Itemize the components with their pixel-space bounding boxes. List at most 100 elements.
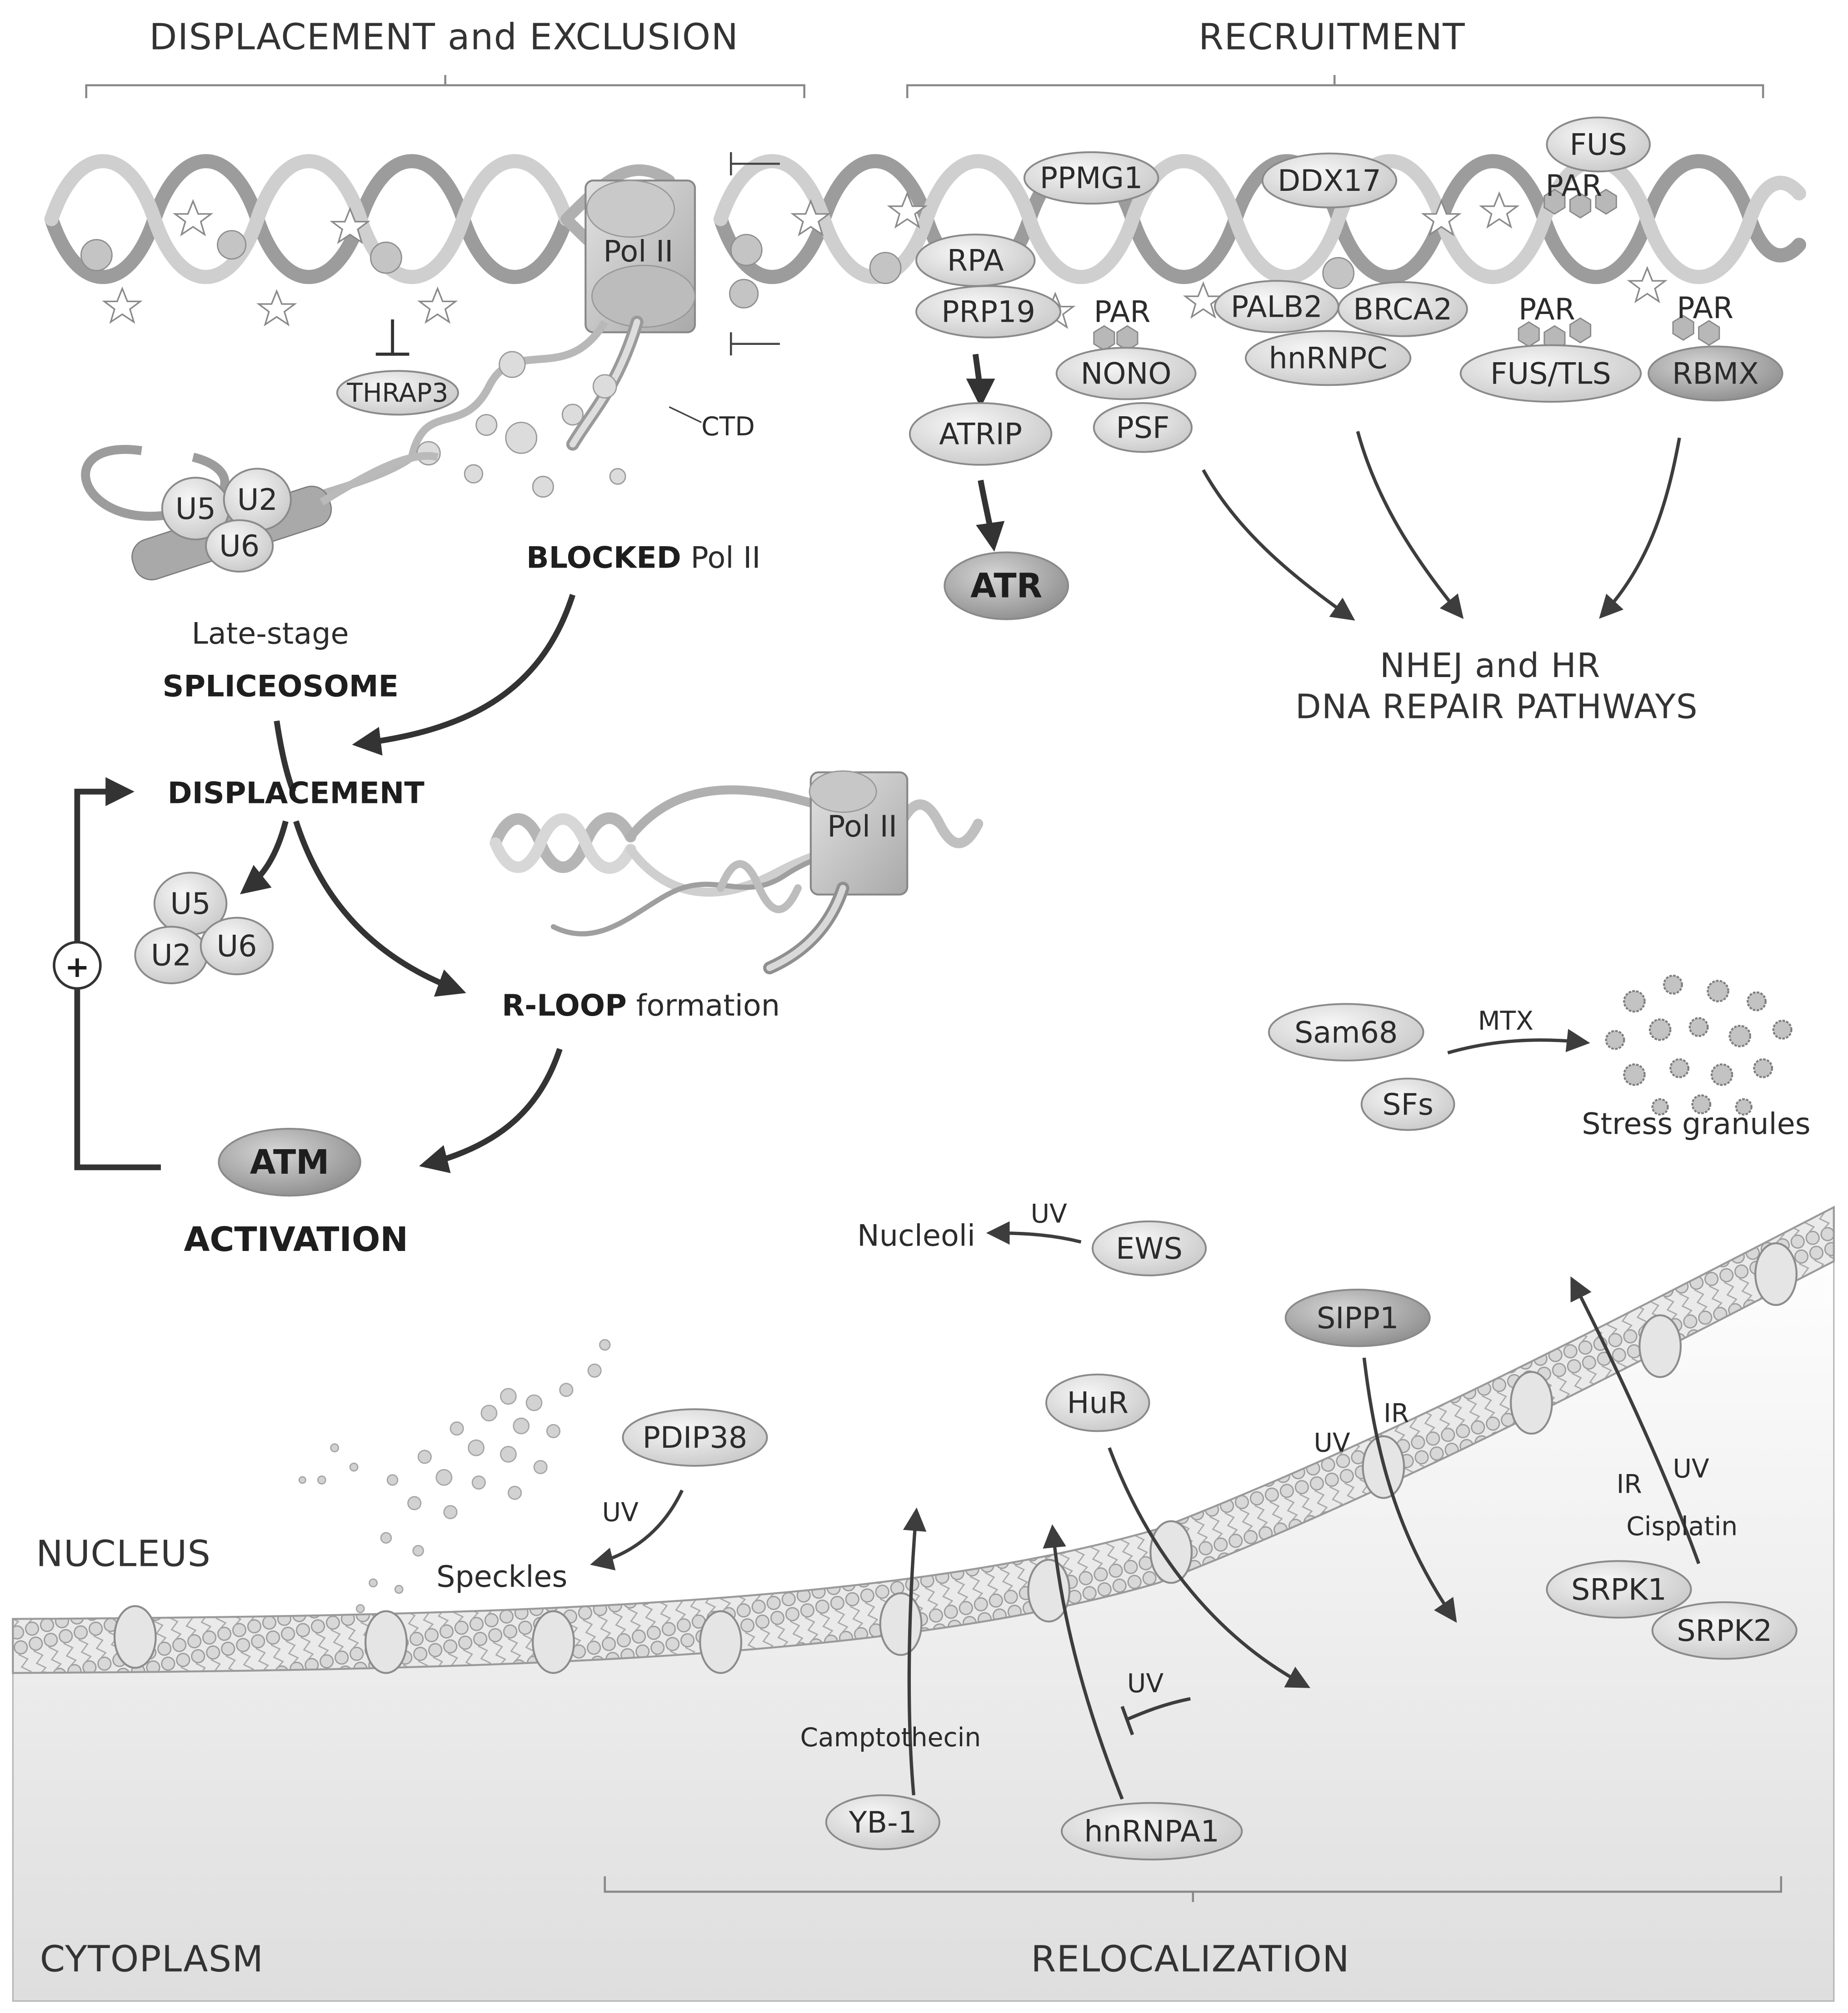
srpk2-label: SRPK2 — [1677, 1614, 1772, 1648]
speckles-cluster — [298, 1339, 611, 1614]
par-chain-1 — [1093, 325, 1139, 351]
arrow-sipp1-to-cytoplasm — [1362, 1357, 1457, 1623]
r-loop-illustration — [489, 785, 984, 937]
sam68-label: Sam68 — [1294, 1016, 1398, 1050]
fustls-oval — [1459, 344, 1642, 403]
par-chain-fus — [1543, 189, 1617, 219]
rpa-label: RPA — [947, 244, 1004, 278]
ctd-leader — [669, 406, 702, 424]
bracket-displacement — [85, 75, 805, 98]
nucleoli-label: Nucleoli — [857, 1219, 975, 1253]
prp19-oval — [915, 285, 1062, 339]
nascent-rna — [295, 320, 609, 506]
blocked-word: BLOCKED — [526, 541, 681, 575]
u5b-label: U5 — [170, 887, 211, 921]
hur-label: HuR — [1067, 1386, 1129, 1420]
pol-ii-rloop-label: Pol II — [827, 810, 897, 844]
arrow-mtx — [1447, 1029, 1590, 1055]
camptothecin-label: Camptothecin — [800, 1723, 981, 1753]
blocked-pol-ii-label: BLOCKED Pol II — [526, 541, 761, 575]
sam68-oval — [1268, 1003, 1424, 1061]
arrow-hur-to-cytoplasm — [1108, 1447, 1311, 1688]
uv-ews-label: UV — [1031, 1199, 1067, 1229]
par2-label: PAR — [1518, 293, 1575, 327]
uv-hnrnpa1-label: UV — [1127, 1669, 1164, 1699]
arrow-atrip-to-atr — [976, 479, 1005, 552]
uv-sipp1-label: UV — [1314, 1428, 1350, 1458]
atr-label: ATR — [970, 567, 1042, 606]
arrow-ews-to-nucleoli — [986, 1221, 1082, 1245]
sipp1-oval — [1284, 1288, 1431, 1347]
sfs-oval — [1360, 1077, 1455, 1131]
free-factor-spheres — [416, 351, 626, 498]
cisplatin-label: Cisplatin — [1626, 1512, 1738, 1542]
ews-oval — [1091, 1220, 1207, 1276]
pol-ii-complex — [584, 179, 696, 334]
rbmx-oval — [1648, 345, 1783, 402]
par-fus-label: PAR — [1545, 169, 1602, 203]
srpk1-oval — [1546, 1560, 1692, 1619]
sfs-label: SFs — [1382, 1088, 1433, 1122]
header-relocalization: RELOCALIZATION — [1031, 1938, 1350, 1980]
blocked-pol-ii-word: Pol II — [691, 541, 761, 575]
pdip38-oval — [622, 1408, 768, 1467]
yb1-label: YB-1 — [849, 1806, 917, 1840]
thrap3-oval — [336, 370, 459, 416]
u2-label: U2 — [237, 483, 278, 517]
hnrnpa1-label: hnRNPA1 — [1084, 1815, 1219, 1849]
fustls-label: FUS/TLS — [1490, 357, 1611, 391]
u6b-label: U6 — [216, 930, 257, 964]
stress-granules-label: Stress granules — [1582, 1107, 1810, 1141]
yb1-oval — [825, 1794, 940, 1850]
pdip38-label: PDIP38 — [643, 1421, 748, 1455]
u2b-label: U2 — [151, 938, 191, 972]
nono-oval — [1055, 347, 1197, 400]
sipp1-label: SIPP1 — [1317, 1301, 1398, 1335]
prp19-label: PRP19 — [941, 295, 1035, 329]
activation-label: ACTIVATION — [184, 1221, 408, 1259]
u6-label: U6 — [219, 529, 260, 563]
dna-damage-stars — [102, 191, 1668, 329]
mtx-label: MTX — [1478, 1006, 1533, 1036]
ddx17-oval — [1261, 152, 1398, 209]
srpk2-oval — [1651, 1601, 1798, 1660]
arrow-displacement-to-snrnps — [240, 820, 289, 895]
atr-oval — [944, 551, 1069, 620]
rloop-word: R-LOOP — [502, 989, 627, 1023]
exclusion-bars — [730, 152, 780, 356]
cytoplasm-label: CYTOPLASM — [40, 1938, 264, 1980]
atrip-oval — [909, 402, 1053, 466]
uv-srpk-label: UV — [1673, 1454, 1709, 1484]
late-stage-label: Late-stage — [192, 617, 349, 651]
repair-line2-label: DNA REPAIR PATHWAYS — [1295, 688, 1698, 727]
ctd-label: CTD — [701, 412, 755, 442]
ddx17-label: DDX17 — [1278, 164, 1381, 198]
displacement-label: DISPLACEMENT — [168, 777, 425, 811]
uv-pdip-label: UV — [602, 1498, 639, 1528]
ir-srpk-label: IR — [1617, 1469, 1642, 1499]
srpk1-label: SRPK1 — [1571, 1573, 1667, 1607]
chromatin-blobs — [80, 230, 1355, 309]
par-chain-3 — [1672, 314, 1720, 346]
par-chain-2 — [1518, 317, 1592, 351]
arrow-blocked-to-displacement — [352, 593, 576, 756]
nucleus-label: NUCLEUS — [36, 1533, 211, 1575]
arrow-prp19-to-atrip — [966, 354, 995, 408]
thrap3-label: THRAP3 — [346, 378, 448, 408]
pol-ii-label: Pol II — [603, 235, 673, 269]
arrow-pdip38-to-speckles — [590, 1490, 684, 1571]
ppmg1-oval — [1023, 151, 1159, 205]
bracket-recruitment — [906, 75, 1764, 98]
fus-label: FUS — [1569, 128, 1627, 162]
header-displacement-exclusion: DISPLACEMENT and EXCLUSION — [149, 15, 739, 58]
atm-oval — [218, 1128, 361, 1197]
nuclear-envelope — [12, 1206, 1835, 2002]
ews-label: EWS — [1116, 1232, 1183, 1266]
hnrnpc-label: hnRNPC — [1269, 342, 1387, 376]
arrow-hnrnpc-to-repair — [1356, 431, 1464, 619]
speckles-label: Speckles — [436, 1560, 567, 1594]
rbmx-label: RBMX — [1672, 357, 1759, 391]
fus-oval — [1546, 116, 1651, 173]
repair-line1-label: NHEJ and HR — [1380, 647, 1601, 685]
